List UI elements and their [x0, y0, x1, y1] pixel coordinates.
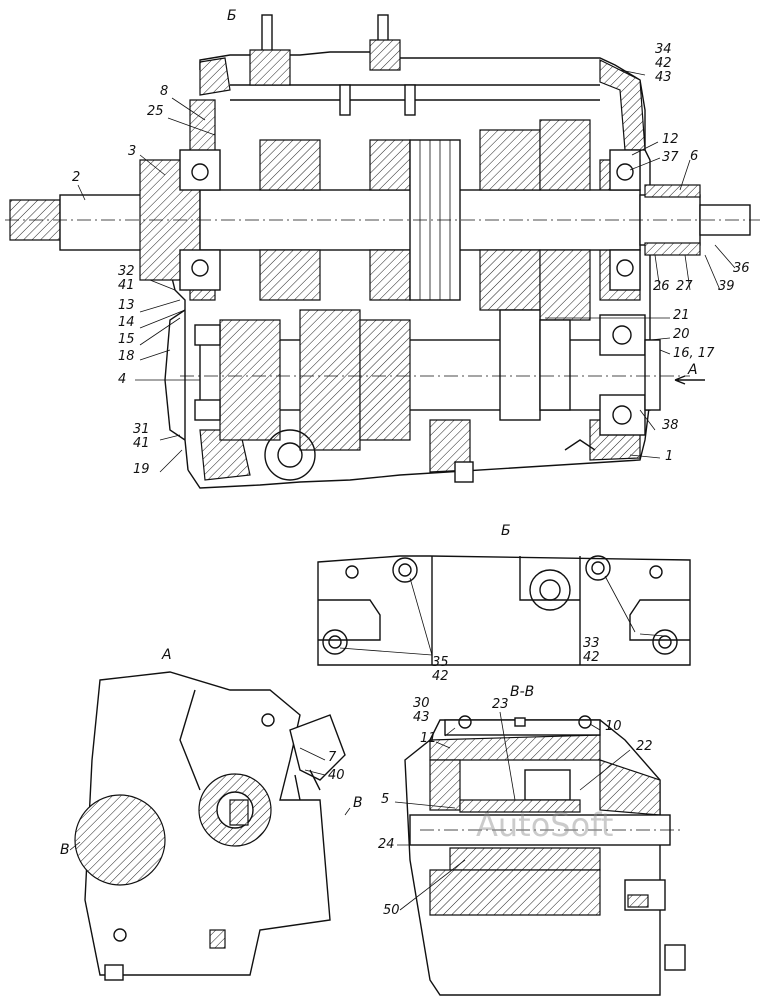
callout-22: 22 — [636, 739, 653, 754]
callout-24: 24 — [378, 837, 395, 852]
callout-7: 7 — [328, 750, 337, 765]
callout-39: 39 — [718, 279, 735, 294]
callout-12: 12 — [662, 132, 679, 147]
callout-5: 5 — [381, 792, 390, 807]
section-v-arrow-left: В — [60, 842, 70, 858]
callout-16-17: 16, 17 — [673, 346, 715, 361]
callout-23: 23 — [492, 697, 509, 712]
callout-21: 21 — [673, 308, 690, 323]
view-b-title: Б — [501, 523, 511, 539]
callout-13: 13 — [118, 298, 135, 313]
callout-6: 6 — [690, 149, 699, 164]
callout-40: 40 — [328, 768, 345, 783]
callout-10: 10 — [605, 719, 622, 734]
view-a-drawing — [69, 671, 351, 981]
callout-4: 4 — [118, 372, 127, 387]
callout-19: 19 — [133, 462, 150, 477]
view-vv-drawing — [404, 715, 686, 996]
callout-14: 14 — [118, 315, 135, 330]
leader-lines — [77, 69, 736, 911]
callout-26: 26 — [653, 279, 670, 294]
callout-20: 20 — [673, 327, 690, 342]
view-a-arrow-label: А — [688, 362, 698, 378]
callout-8: 8 — [160, 84, 169, 99]
callout-18: 18 — [118, 349, 135, 364]
callout-25: 25 — [147, 104, 164, 119]
callout-11: 11 — [420, 731, 437, 746]
view-a-title: А — [162, 647, 172, 663]
callout-27: 27 — [676, 279, 693, 294]
section-vv-title: В-В — [510, 684, 535, 700]
callout-2: 2 — [72, 170, 81, 185]
callout-1: 1 — [665, 449, 674, 464]
section-v-arrow-right: В — [353, 795, 363, 811]
callout-38: 38 — [662, 418, 679, 433]
callout-37: 37 — [662, 150, 679, 165]
view-b-arrow-label: Б — [227, 8, 237, 24]
callout-15: 15 — [118, 332, 135, 347]
callout-50: 50 — [383, 903, 400, 918]
view-b-drawing — [317, 555, 691, 666]
watermark: AutoSoft — [476, 806, 614, 844]
callout-3: 3 — [128, 144, 137, 159]
callout-36: 36 — [733, 261, 750, 276]
main-section-view — [5, 14, 760, 489]
